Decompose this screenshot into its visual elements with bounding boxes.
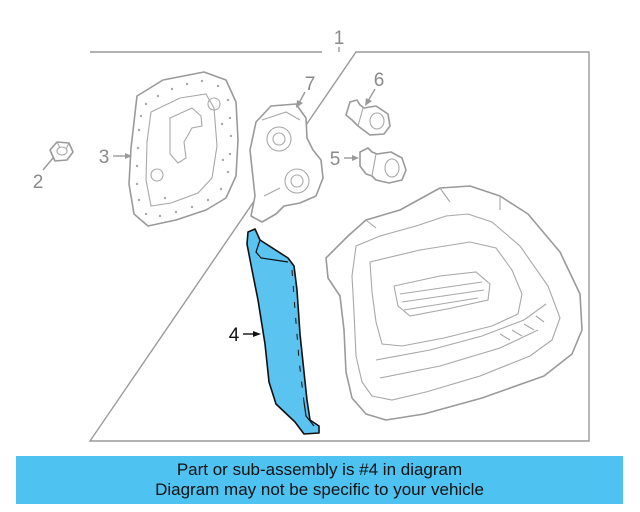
banner-line-part: Part or sub-assembly is #4 in diagram <box>176 460 463 479</box>
part-7-socket-plate <box>249 103 324 223</box>
part-6-bulb <box>345 99 391 136</box>
callout-5: 5 <box>330 149 341 170</box>
callout-1: 1 <box>334 28 345 49</box>
part-2-grommet <box>49 141 74 162</box>
leader-line-7 <box>298 91 306 104</box>
info-banner: Part or sub-assembly is #4 in diagram Di… <box>16 456 623 504</box>
part-5-bulb <box>359 147 407 184</box>
banner-line-disclaimer: Diagram may not be specific to your vehi… <box>155 480 484 499</box>
leader-arrow-5 <box>352 155 359 161</box>
leader-line-6 <box>367 88 376 102</box>
leader-arrow-6 <box>365 98 372 106</box>
leader-arrow-4 <box>253 331 261 337</box>
part-3-gasket <box>128 71 239 227</box>
leader-arrow-3 <box>125 153 132 159</box>
leader-arrow-7 <box>296 100 303 108</box>
assembly-frame <box>88 51 590 442</box>
leader-line-2 <box>42 157 54 171</box>
part-1-lamp-housing <box>325 185 583 421</box>
part-4-trim-panel <box>246 228 320 435</box>
callout-3: 3 <box>99 147 110 168</box>
callout-7: 7 <box>305 74 316 95</box>
callout-2: 2 <box>33 172 44 193</box>
callout-6: 6 <box>374 70 385 91</box>
callout-4: 4 <box>229 325 240 346</box>
